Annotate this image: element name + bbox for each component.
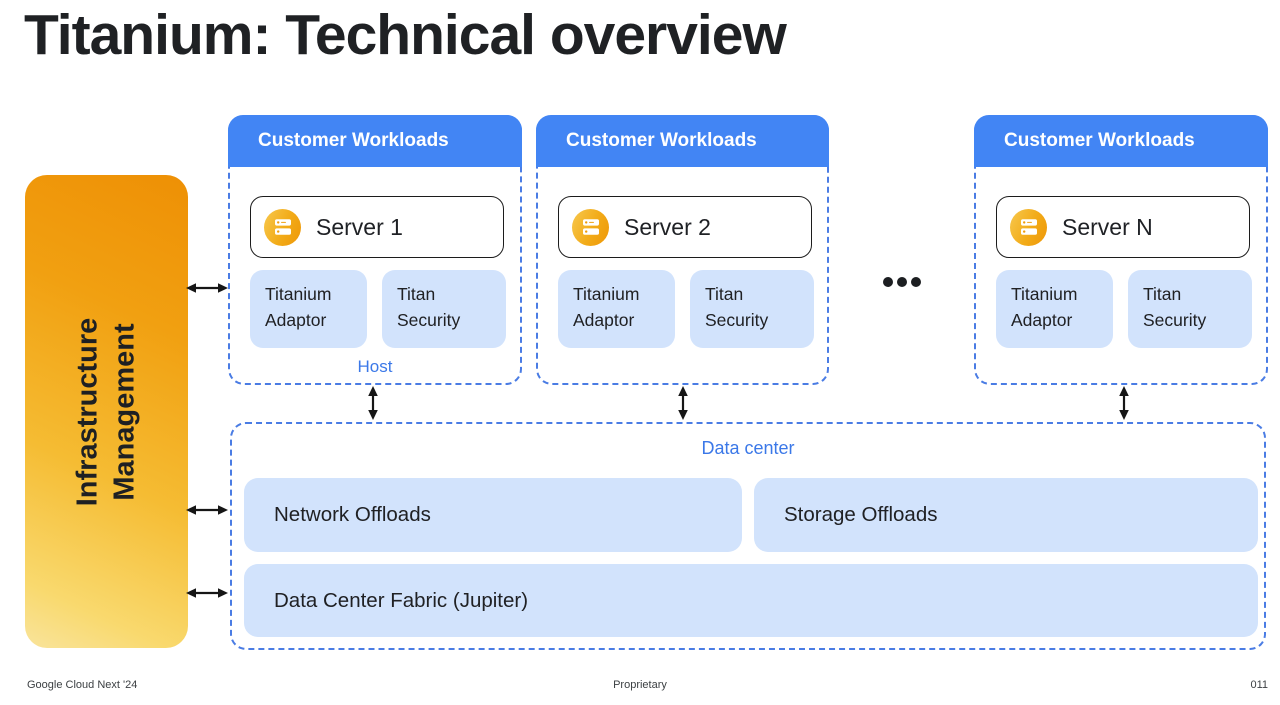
infra-line-1: Infrastructure [71,317,104,506]
server-label: Server N [1062,213,1153,240]
titan-security-chip: Titan Security [690,270,814,348]
titanium-adaptor-chip: Titanium Adaptor [996,270,1113,348]
titanium-adaptor-chip: Titanium Adaptor [558,270,675,348]
footer-page-number: 011 [1250,679,1268,691]
server-n-box: Server N [996,196,1250,258]
infrastructure-management-label: Infrastructure Management [70,317,144,506]
panel-n-header: Customer Workloads [974,115,1268,167]
customer-workloads-panel-1: Customer Workloads Server 1 Titanium Ada… [228,115,522,385]
data-center-label: Data center [701,438,795,458]
infra-line-2: Management [108,322,141,501]
panel-2-header: Customer Workloads [536,115,829,167]
server-1-box: Server 1 [250,196,504,258]
network-offloads-box: Network Offloads [244,478,742,552]
server-icon [264,208,301,246]
data-center-box: Data center Network Offloads Storage Off… [230,422,1266,650]
double-arrow-icon [186,505,228,515]
double-arrow-icon [678,386,688,420]
double-arrow-icon [368,386,378,420]
data-center-fabric-box: Data Center Fabric (Jupiter) [244,564,1258,637]
titan-security-chip: Titan Security [382,270,506,348]
infrastructure-management-bar: Infrastructure Management [25,175,188,648]
page-title: Titanium: Technical overview [24,3,787,67]
server-label: Server 2 [624,213,711,240]
titan-security-chip: Titan Security [1128,270,1252,348]
panel-1-header: Customer Workloads [228,115,522,167]
footer-proprietary-label: Proprietary [613,679,667,691]
server-2-box: Server 2 [558,196,812,258]
titanium-adaptor-chip: Titanium Adaptor [250,270,367,348]
customer-workloads-panel-n: Customer Workloads Server N Titanium Ada… [974,115,1268,385]
server-icon [1010,208,1047,246]
double-arrow-icon [186,283,228,293]
server-icon [572,208,609,246]
footer-event-label: Google Cloud Next '24 [27,679,138,691]
customer-workloads-panel-2: Customer Workloads Server 2 Titanium Ada… [536,115,829,385]
double-arrow-icon [186,588,228,598]
double-arrow-icon [1119,386,1129,420]
server-label: Server 1 [316,213,403,240]
storage-offloads-box: Storage Offloads [754,478,1258,552]
ellipsis-icon [883,277,921,287]
host-label: Host [357,357,393,376]
